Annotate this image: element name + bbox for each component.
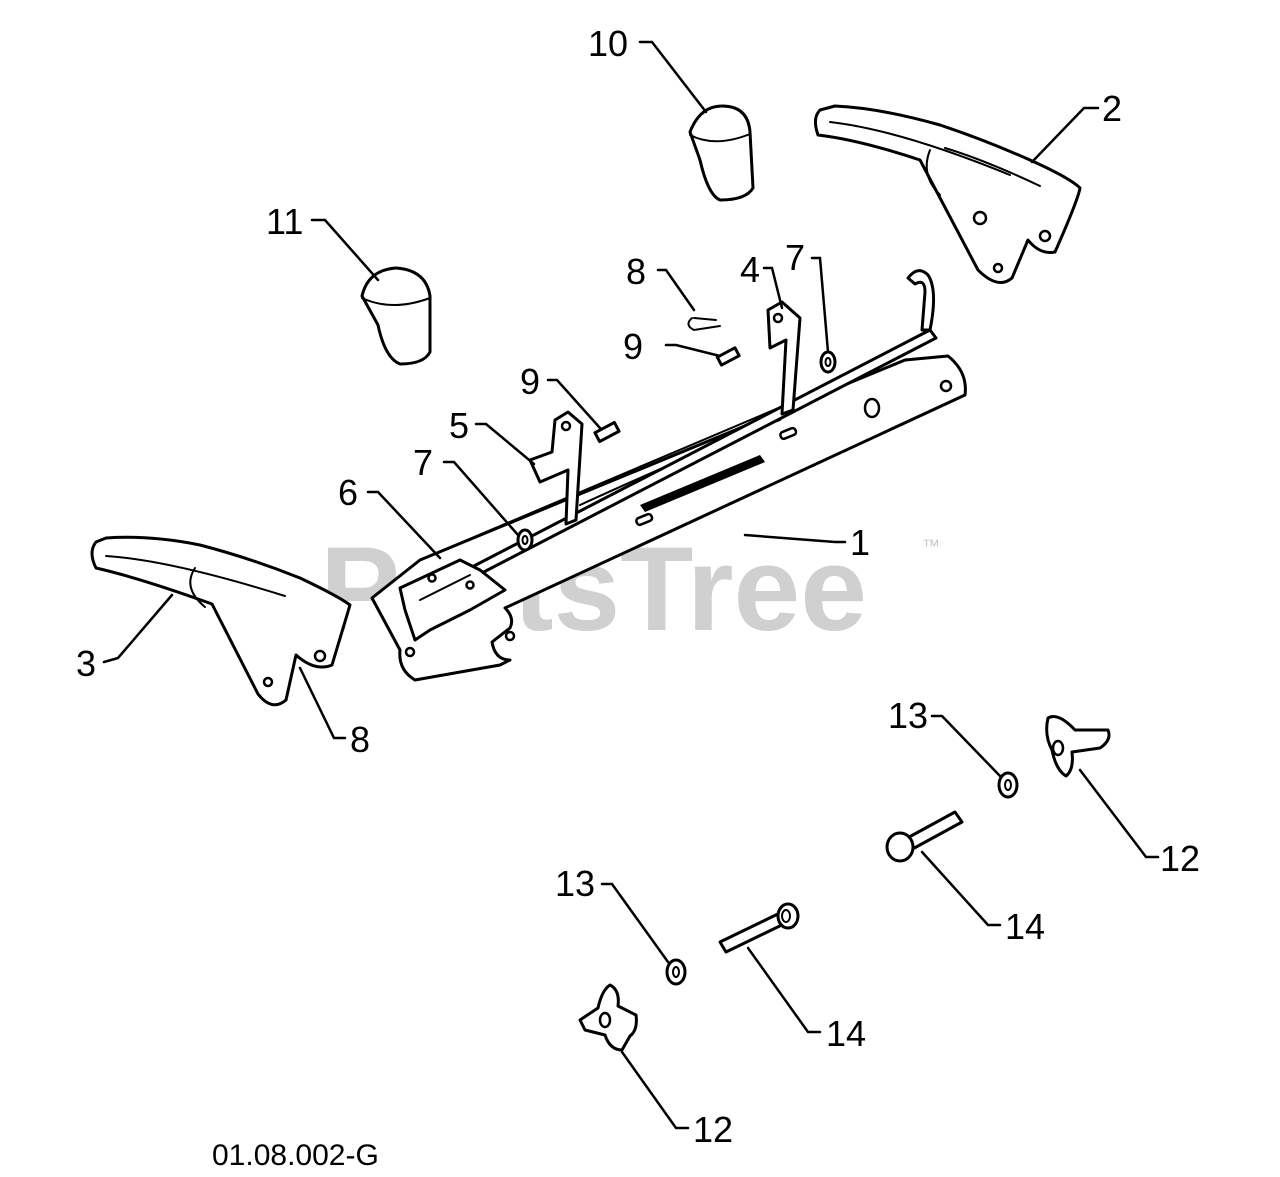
callout-2: 2 bbox=[1102, 88, 1122, 129]
pin-part-14a bbox=[885, 810, 964, 863]
washer-part-7b bbox=[516, 528, 534, 552]
callout-8b: 8 bbox=[350, 719, 370, 760]
knob-part-10 bbox=[688, 104, 755, 202]
svg-text:™: ™ bbox=[922, 536, 940, 556]
washer-part-7a bbox=[819, 350, 837, 374]
callout-8a: 8 bbox=[626, 251, 646, 292]
leader-9a bbox=[664, 343, 722, 358]
callout-13b: 13 bbox=[555, 863, 595, 904]
leader-1 bbox=[743, 533, 847, 544]
bracket-part-4 bbox=[766, 300, 802, 416]
leader-14b bbox=[746, 946, 822, 1034]
star-knob-part-12a bbox=[1045, 715, 1111, 778]
callout-12b: 12 bbox=[693, 1109, 733, 1150]
callout-11: 11 bbox=[266, 201, 303, 242]
callout-14b: 14 bbox=[826, 1013, 866, 1054]
leader-3 bbox=[102, 593, 174, 664]
handle-part-2 bbox=[813, 104, 1082, 284]
callout-10: 10 bbox=[588, 23, 628, 64]
nut-part-13a bbox=[997, 771, 1019, 799]
callout-7b: 7 bbox=[413, 442, 433, 483]
callout-12a: 12 bbox=[1160, 838, 1200, 879]
leader-11 bbox=[310, 218, 380, 282]
bracket-part-6 bbox=[398, 558, 507, 642]
leader-13b bbox=[600, 882, 670, 964]
pin-part-14b bbox=[718, 902, 800, 954]
leader-2 bbox=[1030, 106, 1100, 164]
handle-part-3 bbox=[90, 535, 352, 707]
leader-4 bbox=[762, 266, 784, 310]
clip-part-8a bbox=[687, 317, 721, 332]
leader-7a bbox=[810, 256, 830, 354]
callout-4: 4 bbox=[740, 249, 760, 290]
screw-part-9a bbox=[715, 346, 741, 367]
callout-9b: 9 bbox=[520, 361, 540, 402]
nut-part-13b bbox=[665, 958, 687, 986]
callout-14a: 14 bbox=[1005, 906, 1045, 947]
callout-5: 5 bbox=[449, 405, 469, 446]
callout-1: 1 bbox=[850, 522, 870, 563]
leader-12b bbox=[620, 1050, 690, 1130]
callout-9a: 9 bbox=[623, 326, 643, 367]
leader-10 bbox=[638, 40, 708, 114]
leader-5 bbox=[474, 422, 536, 466]
callouts: 10 2 11 8 4 7 9 9 5 7 6 1 3 8 13 12 14 1… bbox=[76, 23, 1200, 1150]
leader-12a bbox=[1078, 768, 1160, 859]
bracket-part-5 bbox=[528, 410, 584, 526]
callout-3: 3 bbox=[76, 643, 96, 684]
callout-13a: 13 bbox=[888, 695, 928, 736]
leader-8b bbox=[298, 666, 347, 740]
leader-8a bbox=[656, 268, 696, 312]
bracket-part-1 bbox=[370, 354, 967, 682]
leader-14a bbox=[920, 850, 1002, 927]
callout-6: 6 bbox=[338, 472, 358, 513]
leader-7b bbox=[442, 460, 520, 537]
callout-7a: 7 bbox=[785, 237, 805, 278]
knob-part-11 bbox=[360, 266, 432, 366]
leader-lines bbox=[102, 40, 1160, 1130]
screw-part-9b bbox=[593, 420, 621, 444]
leader-13a bbox=[930, 714, 1002, 778]
leader-9b bbox=[546, 378, 602, 430]
diagram-code: 01.08.002-G bbox=[212, 1139, 379, 1172]
leader-6 bbox=[366, 490, 442, 560]
star-knob-part-12b bbox=[578, 983, 638, 1052]
